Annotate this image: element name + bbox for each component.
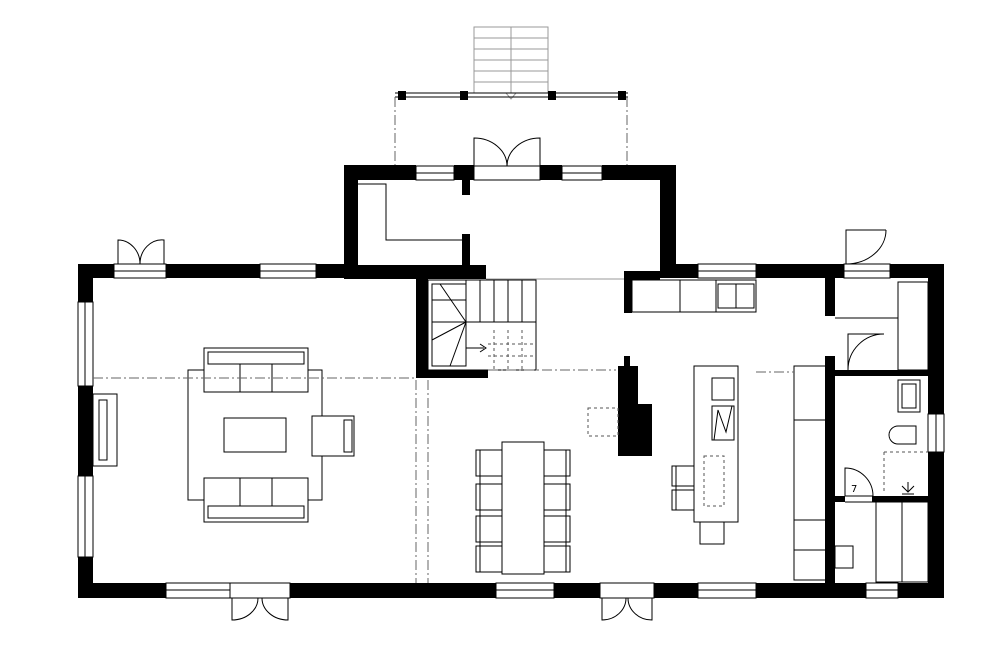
dining-chairs-right: [543, 449, 571, 573]
window-annex-right: [561, 165, 603, 181]
staircase: [427, 279, 537, 371]
bar-stools: [671, 465, 725, 545]
door-bottom-mid-double: [599, 582, 655, 621]
dining-table: [501, 441, 545, 575]
living-area: [92, 347, 355, 523]
window-annex-left: [415, 165, 455, 181]
wc-number-label: 7: [851, 484, 857, 495]
door-bottom-left-double: [229, 582, 291, 621]
window-top-4: [843, 263, 891, 279]
sofa-bottom: [203, 477, 309, 523]
window-bottom-4: [865, 582, 899, 599]
fireplace: [92, 393, 118, 467]
door-utility: [844, 467, 874, 497]
window-top-2: [259, 263, 317, 279]
side-stool: [587, 407, 619, 437]
armchair: [311, 415, 355, 457]
door-annex-double: [473, 137, 541, 181]
dining-area: [475, 407, 619, 575]
kitchen: [631, 279, 827, 581]
door-top-right: [845, 229, 887, 265]
window-bottom-3: [697, 582, 757, 599]
window-bottom-2: [495, 582, 555, 599]
kitchen-counter-top: [631, 279, 757, 313]
utility-room: [834, 501, 929, 583]
window-left-2: [77, 475, 94, 558]
terrace-outline: [394, 91, 628, 165]
entry-cabinet: [835, 281, 929, 371]
window-bottom-1: [165, 582, 231, 599]
interior-walls: [344, 165, 928, 583]
windows: [77, 165, 945, 599]
section-lines: [93, 278, 794, 583]
dining-chairs-left: [475, 449, 503, 573]
door-top-left-double: [117, 239, 165, 265]
bench-right: [793, 365, 827, 581]
coffee-table: [223, 417, 287, 453]
kitchen-island: [693, 365, 739, 523]
sofa-top: [203, 347, 309, 393]
annex-partition: [358, 183, 464, 241]
window-top-3: [697, 263, 757, 279]
window-top-1: [113, 263, 167, 279]
toilet: [888, 425, 917, 445]
door-wc: [847, 333, 885, 371]
terrace-steps: [473, 26, 549, 100]
window-right-1: [927, 413, 945, 453]
window-left-1: [77, 301, 94, 387]
doors: [117, 137, 887, 621]
wc: [883, 379, 928, 495]
